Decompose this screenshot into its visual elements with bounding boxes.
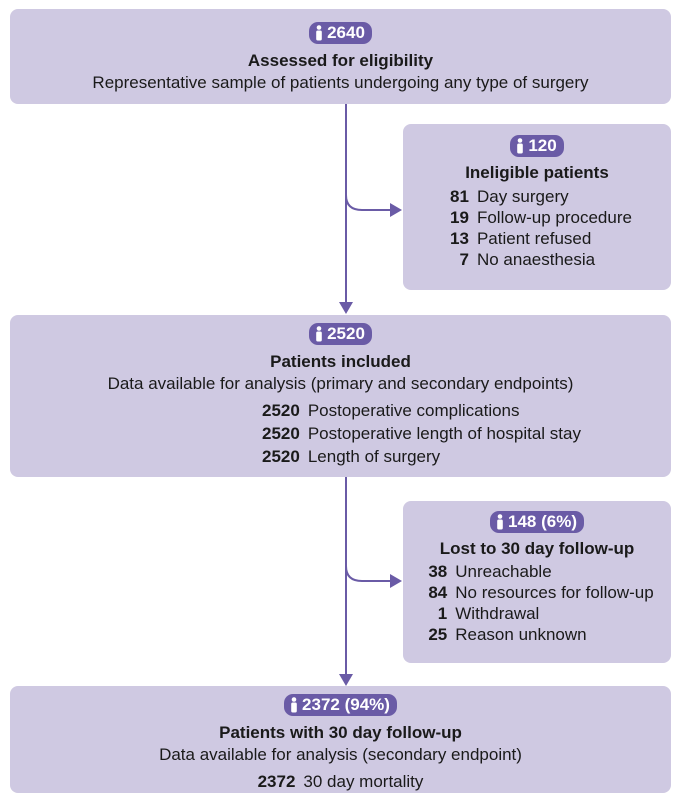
ineligible-count-badge: 120 xyxy=(510,135,564,157)
followup-box: 2372 (94%) Patients with 30 day follow-u… xyxy=(10,686,671,793)
included-row-label: Postoperative length of hospital stay xyxy=(307,424,581,443)
ineligible-list: 81 Day surgery 19 Follow-up procedure 13 Pa… xyxy=(411,186,671,270)
arrowhead-followup xyxy=(339,674,353,686)
lost-row-label: Unreachable xyxy=(455,562,552,581)
ineligible-count: 120 xyxy=(528,136,557,155)
ineligible-row-count: 19 xyxy=(450,208,469,227)
ineligible-row-label: Patient refused xyxy=(476,229,592,248)
lost-row-label: Withdrawal xyxy=(455,604,540,623)
person-icon xyxy=(316,25,322,41)
included-count: 2520 xyxy=(327,324,365,343)
lost-count-badge: 148 (6%) xyxy=(490,511,584,533)
followup-row-count: 2372 xyxy=(257,772,296,791)
lost-box: 148 (6%) Lost to 30 day follow-up 38 Unre… xyxy=(403,501,671,663)
person-icon xyxy=(291,697,297,713)
arrow-to-lost xyxy=(345,565,393,582)
included-box: 2520 Patients included Data available fo… xyxy=(10,315,671,477)
person-icon xyxy=(517,138,524,154)
ineligible-title: Ineligible patients xyxy=(465,163,609,182)
included-row-label: Postoperative complications xyxy=(307,401,520,420)
included-row-count: 2520 xyxy=(262,401,300,420)
lost-count: 148 (6%) xyxy=(508,512,577,531)
followup-row-label: 30 day mortality xyxy=(303,772,424,791)
included-subtitle: Data available for analysis (primary and… xyxy=(107,374,574,393)
arrowhead-lost xyxy=(390,574,402,588)
included-row-label: Length of surgery xyxy=(307,447,441,466)
assessed-box: 2640 Assessed for eligibility Representa… xyxy=(10,9,671,104)
arrow-to-ineligible xyxy=(345,194,393,211)
included-title: Patients included xyxy=(270,352,411,371)
ineligible-row-count: 13 xyxy=(450,229,469,248)
followup-title: Patients with 30 day follow-up xyxy=(219,723,462,742)
lost-list: 38 Unreachable 84 No resources for follow-… xyxy=(411,561,671,645)
followup-count-badge: 2372 (94%) xyxy=(284,694,397,716)
lost-row-count: 25 xyxy=(428,625,448,644)
assessed-subtitle: Representative sample of patients underg… xyxy=(92,73,589,92)
assessed-title: Assessed for eligibility xyxy=(247,51,434,70)
ineligible-row-label: Follow-up procedure xyxy=(476,208,632,227)
assessed-count: 2640 xyxy=(327,23,365,42)
arrowhead-ineligible xyxy=(390,203,402,217)
followup-subtitle: Data available for analysis (secondary e… xyxy=(159,745,522,764)
arrowhead-included xyxy=(339,302,353,314)
included-row-count: 2520 xyxy=(262,424,300,443)
lost-title: Lost to 30 day follow-up xyxy=(439,539,635,558)
lost-row-count: 1 xyxy=(437,604,448,623)
person-icon xyxy=(497,514,503,530)
lost-row-count: 84 xyxy=(428,583,448,602)
lost-row-label: Reason unknown xyxy=(455,625,587,644)
ineligible-row-count: 7 xyxy=(459,250,469,269)
included-row-count: 2520 xyxy=(262,447,300,466)
person-icon xyxy=(316,326,322,342)
ineligible-row-label: No anaesthesia xyxy=(476,250,596,269)
followup-list: 2372 30 day mortality xyxy=(10,771,671,792)
ineligible-row-count: 81 xyxy=(450,187,469,206)
followup-count: 2372 (94%) xyxy=(302,695,390,714)
included-count-badge: 2520 xyxy=(309,323,372,345)
lost-row-label: No resources for follow-up xyxy=(455,583,654,602)
lost-row-count: 38 xyxy=(428,562,448,581)
ineligible-row-label: Day surgery xyxy=(476,187,569,206)
ineligible-box: 120 Ineligible patients 81 Day surgery 19… xyxy=(403,124,671,290)
assessed-count-badge: 2640 xyxy=(309,22,372,44)
